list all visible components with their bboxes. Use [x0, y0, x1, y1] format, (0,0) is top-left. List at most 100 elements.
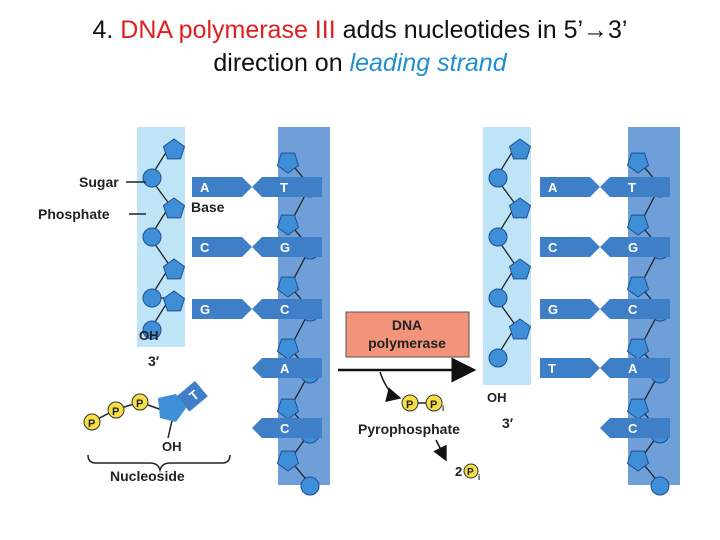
title-line2-prefix: direction on [213, 49, 350, 77]
sugar-pentagon [508, 197, 532, 219]
title-line-1: 4. DNA polymerase III adds nucleotides i… [0, 14, 720, 47]
base-right [600, 177, 670, 197]
phosphate-group [488, 348, 508, 368]
sugar-pentagon [626, 152, 650, 174]
base-letter-left: T [548, 361, 556, 376]
base-right [600, 299, 670, 319]
sugar-pentagon [626, 214, 650, 236]
three-prime-label-left: 3′ [148, 353, 160, 369]
base-right [600, 358, 670, 378]
base-right [252, 358, 322, 378]
base-letter-left: G [200, 302, 210, 317]
incoming-base [176, 380, 208, 412]
phosphate-p-1: P [88, 418, 95, 430]
base-letter-right: T [280, 180, 288, 195]
pyrophosphate-release-arrow [379, 371, 402, 402]
sugar-pentagon [626, 398, 650, 420]
base-letter-left: A [200, 180, 210, 195]
sugar-pentagon [276, 276, 300, 298]
incoming-nucleotide: T P P P OH [83, 380, 208, 454]
sugar-pentagon [162, 138, 186, 160]
sugar-pentagon [276, 450, 300, 472]
title-line-2: direction on leading strand [0, 47, 720, 80]
phosphate-group [142, 288, 162, 308]
oh-label-right: OH [487, 390, 507, 405]
phosphate-p-2: P [112, 406, 119, 418]
polymerase-label-line1: DNA [392, 317, 422, 333]
inorganic-phosphate-circle [463, 463, 479, 479]
phosphate-group [142, 168, 162, 188]
polymerase-label-line2: polymerase [368, 335, 446, 351]
phosphate-p-3: P [136, 398, 143, 410]
sugar-pentagon [508, 138, 532, 160]
sugar-pentagon [162, 290, 186, 312]
title-prefix: 4. [92, 16, 121, 44]
base-label: Base [191, 199, 225, 215]
base-left [192, 177, 252, 197]
title-end: 3’ [608, 16, 628, 44]
phosphate-circle-2 [107, 401, 125, 419]
sugar-label: Sugar [79, 174, 119, 190]
base-letter-right: G [628, 240, 638, 255]
sugar-pentagon [626, 450, 650, 472]
phosphate-group [300, 476, 320, 496]
sugar-pentagon [626, 338, 650, 360]
pyrophosphate-p: P [406, 399, 413, 411]
inorganic-phosphate-sub: i [478, 473, 480, 482]
base-left [540, 299, 600, 319]
phosphate-group [650, 476, 670, 496]
base-right [252, 237, 322, 257]
base-letter-left: A [548, 180, 558, 195]
pyrophosphate-pi: P [430, 399, 437, 411]
title-middle: adds nucleotides in 5’ [335, 16, 584, 44]
base-letter-right: C [628, 302, 638, 317]
title-arrow-icon: → [583, 16, 609, 44]
phosphate-group [488, 168, 508, 188]
base-right [600, 237, 670, 257]
incoming-sugar [158, 394, 186, 422]
base-letter-right: T [628, 180, 636, 195]
nucleoside-bracket [87, 454, 231, 473]
base-letter-right: C [280, 421, 290, 436]
sugar-pentagon [162, 197, 186, 219]
title-enzyme: DNA polymerase III [120, 16, 336, 44]
base-left [540, 177, 600, 197]
inorganic-phosphate-p: P [467, 467, 474, 478]
oh-label-left: OH [139, 328, 159, 343]
base-letter-right: G [280, 240, 290, 255]
nucleoside-label: Nucleoside [110, 468, 185, 484]
hydrolysis-arrow [433, 439, 447, 462]
sugar-pentagon [276, 398, 300, 420]
pyrophosphate-label: Pyrophosphate [358, 421, 460, 437]
base-letter-left: G [548, 302, 558, 317]
base-letter-left: C [200, 240, 210, 255]
phosphate-group [142, 320, 162, 340]
base-left [192, 237, 252, 257]
phosphate-group [488, 288, 508, 308]
base-right [600, 418, 670, 438]
sugar-pentagon [276, 338, 300, 360]
base-letter-right: A [280, 361, 290, 376]
title-strand: leading strand [349, 49, 507, 77]
sugar-pentagon [508, 318, 532, 340]
sugar-pentagon [508, 258, 532, 280]
base-letter-right: A [628, 361, 638, 376]
phosphate-group [488, 227, 508, 247]
sugar-pentagon [626, 276, 650, 298]
dna-polymerase-box [345, 311, 470, 358]
phosphate-group [142, 227, 162, 247]
pi-count: 2 [455, 464, 462, 479]
sugar-pentagon [162, 258, 186, 280]
base-letter-right: C [628, 421, 638, 436]
base-right [252, 418, 322, 438]
base-right [252, 177, 322, 197]
phosphate-circle-3 [131, 393, 149, 411]
base-left [540, 237, 600, 257]
base-right [252, 299, 322, 319]
base-letter-left: C [548, 240, 558, 255]
template-strand-backbone-right [483, 127, 531, 385]
phosphate-label: Phosphate [38, 206, 110, 222]
sugar-pentagon [276, 152, 300, 174]
sugar-pentagon [276, 214, 300, 236]
